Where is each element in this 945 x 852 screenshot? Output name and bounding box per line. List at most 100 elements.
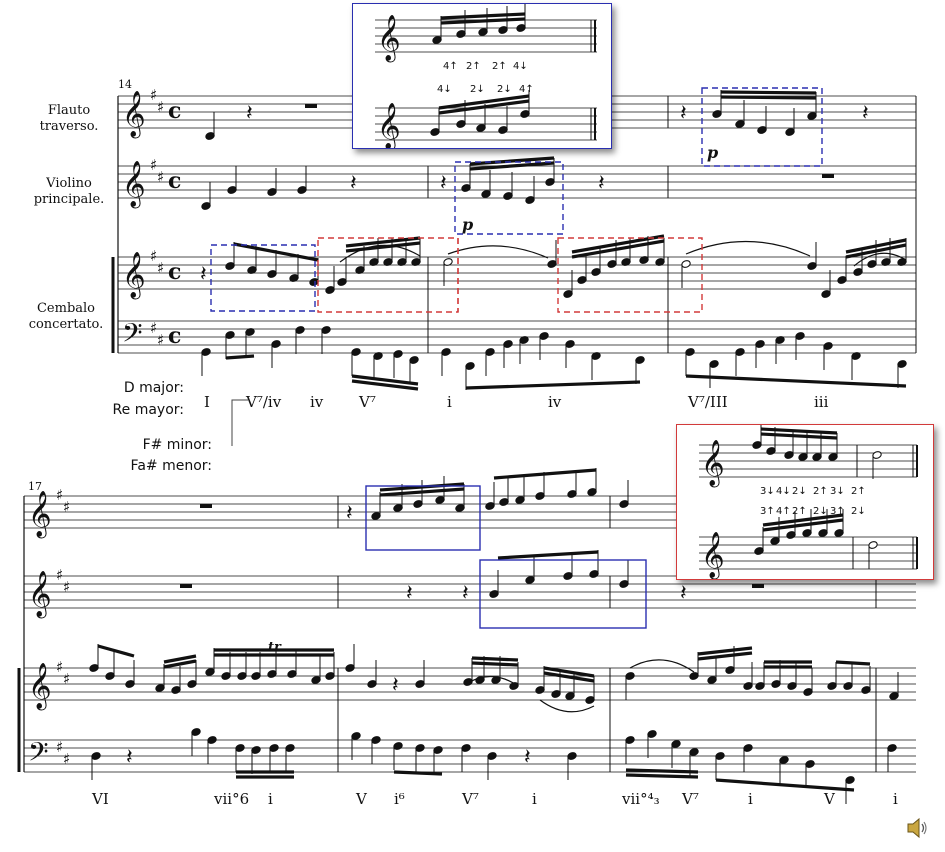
beam <box>493 468 597 480</box>
roman-numeral: i <box>532 790 537 808</box>
instrument-label-cembalo: Cembalo concertato. <box>16 301 116 333</box>
slur <box>685 240 811 257</box>
fingering-mark: 2↓ <box>497 84 512 95</box>
slur <box>339 244 421 263</box>
sharp-sign: ♯ <box>56 738 63 756</box>
trill-ornament: tr <box>268 640 281 655</box>
audio-play-button[interactable] <box>904 814 932 842</box>
fingering-mark: 3↑ <box>830 506 845 517</box>
time-signature: c <box>168 323 181 349</box>
quarter-rest: 𝄽 <box>346 501 353 526</box>
beam <box>345 241 421 253</box>
beam <box>469 161 555 171</box>
quarter-rest: 𝄽 <box>862 101 869 126</box>
beam <box>835 660 871 666</box>
treble-clef: 𝄞 <box>122 91 146 139</box>
quarter-rest: 𝄽 <box>680 101 687 126</box>
treble-clef: 𝄞 <box>377 15 401 63</box>
whole-rest <box>305 104 317 108</box>
beam <box>225 354 255 360</box>
beam <box>571 239 665 259</box>
beam <box>543 671 595 683</box>
key-label-fas-menor: Fa# menor: <box>130 458 212 474</box>
beam <box>393 770 443 776</box>
beam <box>543 666 595 678</box>
slur <box>465 675 519 687</box>
fingering-mark: 4↑ <box>776 506 791 517</box>
fingering-popup-red[interactable]: 𝄞𝄞 3↓ 4↓ 2↓ 2↑ 3↓ 2↑ 3↑ 4↑ 2↑ 2↓ 3↑ 2↓ <box>676 424 934 580</box>
fingering-mark: 4↓ <box>513 61 528 72</box>
fingering-mark: 2↑ <box>492 61 507 72</box>
beam <box>163 654 197 664</box>
roman-numeral: iii <box>814 393 829 411</box>
beam <box>715 778 855 792</box>
beam <box>440 12 526 20</box>
treble-clef: 𝄞 <box>122 161 146 209</box>
sharp-sign: ♯ <box>56 566 63 584</box>
quarter-rest: 𝄽 <box>200 262 207 287</box>
quarter-rest: 𝄽 <box>246 101 253 126</box>
fingering-mark: 3↓ <box>830 486 845 497</box>
beam <box>845 243 907 259</box>
fingering-popup-blue[interactable]: 𝄞𝄞 4↑ 2↑ 2↑ 4↓ 4↓ 2↓ 2↓ 4↑ <box>352 3 612 149</box>
sharp-sign: ♯ <box>157 331 164 349</box>
roman-numeral: V⁷ <box>462 790 479 808</box>
quarter-rest: 𝄽 <box>440 171 447 196</box>
beam <box>720 90 817 95</box>
quarter-rest: 𝄽 <box>524 745 531 770</box>
key-label-d-major: D major: <box>123 380 184 396</box>
sharp-sign: ♯ <box>157 259 164 277</box>
roman-numeral: i <box>893 790 898 808</box>
beam <box>465 380 641 390</box>
cembalo-label-line2: concertato. <box>28 317 104 332</box>
highlight-box <box>454 161 564 235</box>
time-signature: c <box>168 168 181 194</box>
highlight-box <box>210 244 316 312</box>
beam <box>760 432 838 440</box>
fingering-mark: 2↓ <box>851 506 866 517</box>
beam <box>440 17 526 25</box>
highlight-box <box>479 559 647 629</box>
beam <box>438 94 530 110</box>
fingering-mark: 2↑ <box>466 61 481 72</box>
quarter-rest: 𝄽 <box>462 581 469 606</box>
fingering-mark: 2↓ <box>813 506 828 517</box>
flute-label-line2: traverso. <box>39 119 99 134</box>
beam <box>351 374 419 386</box>
slur <box>447 245 549 259</box>
slur <box>629 659 695 673</box>
beam <box>97 644 135 658</box>
fingering-mark: 2↑ <box>851 486 866 497</box>
speaker-icon <box>907 817 927 839</box>
fingering-mark: 4↑ <box>519 84 534 95</box>
dynamic-marking: p <box>707 143 719 162</box>
fingering-mark: 2↓ <box>792 486 807 497</box>
beam <box>845 238 907 254</box>
slur <box>853 252 907 267</box>
roman-numeral: vii°⁴₃ <box>622 790 660 808</box>
roman-numeral: V <box>356 790 367 808</box>
beam <box>351 379 419 391</box>
roman-numeral: i <box>748 790 753 808</box>
treble-clef: 𝄞 <box>28 663 52 711</box>
beam <box>379 482 465 492</box>
quarter-rest: 𝄽 <box>350 171 357 196</box>
popup-blue-notation: 𝄞𝄞 <box>375 4 597 148</box>
fingering-mark: 2↑ <box>813 486 828 497</box>
quarter-rest: 𝄽 <box>598 171 605 196</box>
sharp-sign: ♯ <box>63 498 70 516</box>
instrument-label-violin: Violino principale. <box>22 176 116 208</box>
measure-number-17: 17 <box>28 480 42 493</box>
whole-rest <box>180 584 192 588</box>
roman-numeral: i <box>268 790 273 808</box>
highlight-box <box>701 87 823 167</box>
treble-clef: 𝄞 <box>28 491 52 539</box>
instrument-label-flute: Flauto traverso. <box>22 103 116 135</box>
roman-numeral: VI <box>92 790 109 808</box>
fingering-mark: 4↑ <box>443 61 458 72</box>
roman-numeral: V⁷/iv <box>246 393 282 411</box>
quarter-rest: 𝄽 <box>126 745 133 770</box>
sharp-sign: ♯ <box>63 578 70 596</box>
quarter-rest: 𝄽 <box>406 581 413 606</box>
